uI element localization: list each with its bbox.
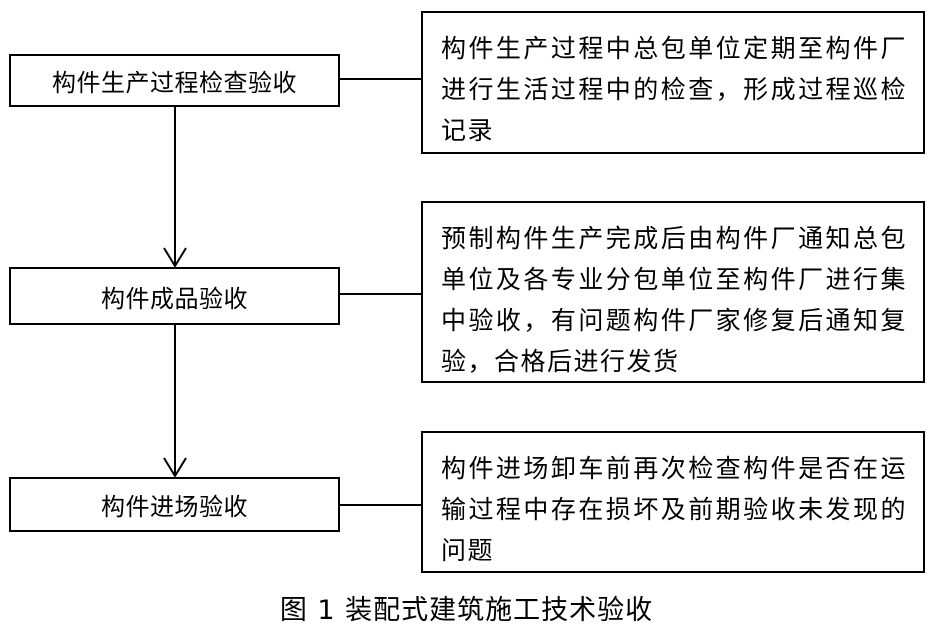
note-text: 构件生产过程中总包单位定期至构件厂进行生活过程中的检查，形成过程巡检记录 xyxy=(441,34,907,145)
flow-arrowhead-2 xyxy=(163,457,187,478)
step-box-production-inspection: 构件生产过程检查验收 xyxy=(9,54,340,107)
step-box-site-entry-acceptance: 构件进场验收 xyxy=(9,477,340,532)
note-text: 构件进场卸车前再次检查构件是否在运输过程中存在损坏及前期验收未发现的问题 xyxy=(441,454,907,565)
note-text: 预制构件生产完成后由构件厂通知总包单位及各专业分包单位至构件厂进行集中验收，有问… xyxy=(441,224,907,376)
figure-caption: 图 1 装配式建筑施工技术验收 xyxy=(279,595,654,626)
flow-arrowhead-1 xyxy=(163,247,187,268)
step-label: 构件成品验收 xyxy=(101,284,248,313)
note-box-finished-product-acceptance: 预制构件生产完成后由构件厂通知总包单位及各专业分包单位至构件厂进行集中验收，有问… xyxy=(421,201,925,383)
step-label: 构件生产过程检查验收 xyxy=(52,69,297,97)
note-box-site-entry-acceptance: 构件进场卸车前再次检查构件是否在运输过程中存在损坏及前期验收未发现的问题 xyxy=(421,431,925,573)
step-box-finished-product-acceptance: 构件成品验收 xyxy=(9,267,340,325)
step-label: 构件进场验收 xyxy=(101,493,248,521)
note-box-production-inspection: 构件生产过程中总包单位定期至构件厂进行生活过程中的检查，形成过程巡检记录 xyxy=(421,11,925,154)
